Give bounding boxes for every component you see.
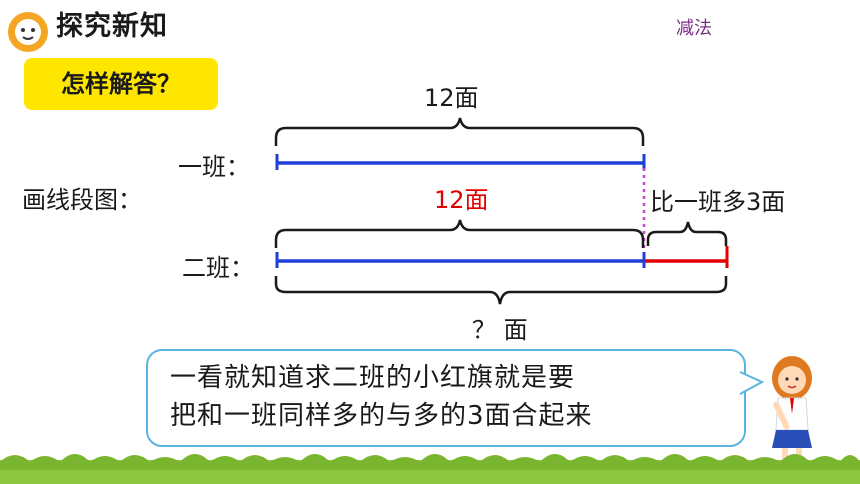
speech-line-2: 把和一班同样多的与多的3面合起来 xyxy=(170,401,593,431)
difference-brace xyxy=(646,221,728,246)
unknown-total-label: ？ 面 xyxy=(472,316,528,344)
speech-text: 一看就知道求二班的小红旗就是要 把和一班同样多的与多的3面合起来 xyxy=(170,359,593,435)
middle-brace xyxy=(274,219,645,248)
bottom-brace xyxy=(274,276,728,305)
header-title: 探究新知 xyxy=(56,11,168,42)
grass-strip xyxy=(0,454,860,484)
speech-line-1: 一看就知道求二班的小红旗就是要 xyxy=(170,363,576,393)
diagram-title: 画线段图： xyxy=(22,186,142,214)
row2-label: 二班： xyxy=(182,254,254,282)
question-box: 怎样解答？ xyxy=(24,58,218,110)
logo-icon xyxy=(8,12,48,52)
total-class1-label: 12面 xyxy=(424,84,479,112)
row1-label: 一班： xyxy=(178,153,250,181)
speech-bubble xyxy=(146,349,746,447)
speech-bubble-tail xyxy=(738,371,764,395)
topic-label: 减法 xyxy=(676,18,712,39)
red-12-label: 12面 xyxy=(434,186,489,214)
top-brace xyxy=(274,117,645,146)
difference-label: 比一班多3面 xyxy=(650,188,786,216)
